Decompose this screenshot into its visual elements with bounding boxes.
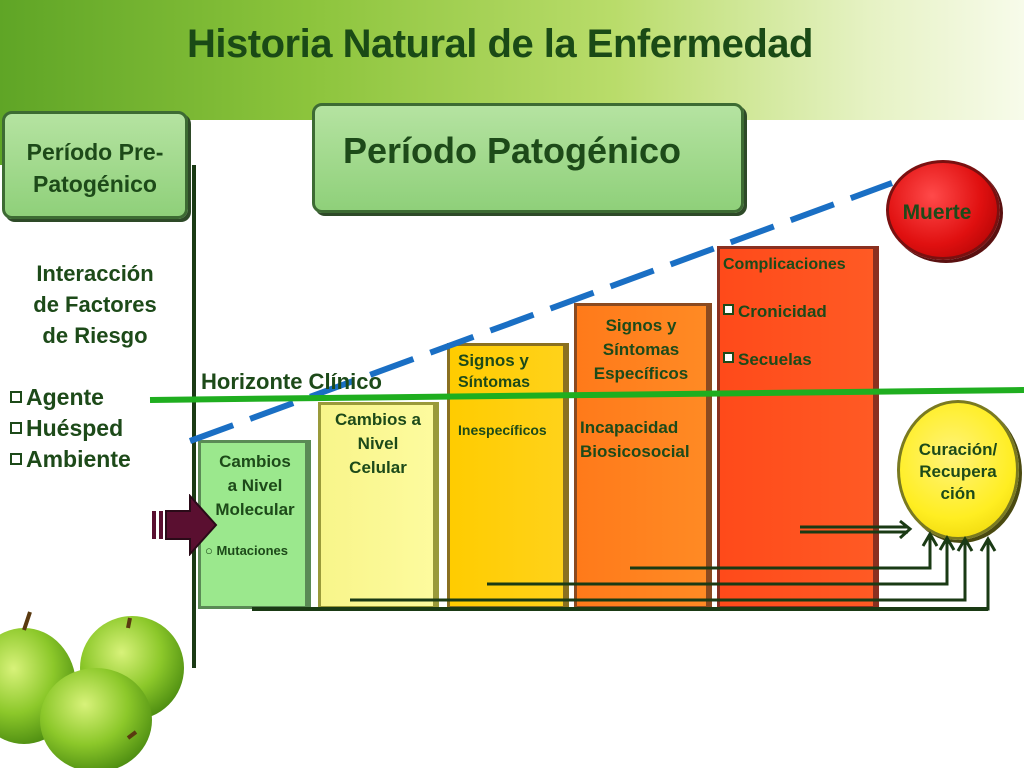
bar-inespecificos bbox=[447, 343, 569, 609]
bar-celular bbox=[318, 402, 439, 609]
interaccion-line2: de Factores bbox=[33, 292, 157, 317]
especificos-line3: Específicos bbox=[593, 364, 689, 383]
patogenico-box: Período Patogénico bbox=[312, 103, 744, 213]
incapacidad-line1: Incapacidad bbox=[580, 418, 679, 437]
muerte-label: Muerte bbox=[902, 201, 972, 224]
inespecificos-line3: Inespecíficos bbox=[458, 422, 547, 438]
celular-line1: Cambios a bbox=[335, 410, 421, 429]
complicaciones-title: Complicaciones bbox=[723, 256, 846, 273]
bar-complicaciones bbox=[717, 246, 879, 609]
molecular-line3: Molecular bbox=[215, 500, 295, 519]
factor-huesped-label: Huésped bbox=[26, 415, 124, 441]
factor-ambiente: Ambiente bbox=[10, 446, 131, 473]
inespecificos-line1: Signos y bbox=[458, 351, 529, 370]
curacion-circle: Curación/ Recupera ción bbox=[897, 400, 1019, 540]
factor-agente: Agente bbox=[10, 384, 104, 411]
molecular-line1: Cambios bbox=[219, 452, 291, 471]
checkbox-icon bbox=[723, 304, 734, 315]
muerte-circle: Muerte bbox=[886, 160, 1000, 260]
arrowhead-icon bbox=[921, 531, 939, 547]
horizonte-clinico-label: Horizonte Clínico bbox=[201, 369, 382, 394]
pre-patogenico-box: Período Pre- Patogénico bbox=[2, 111, 188, 219]
factor-huesped: Huésped bbox=[10, 415, 123, 442]
secuelas-item: Secuelas bbox=[723, 350, 812, 370]
especificos-line1: Signos y bbox=[605, 316, 677, 335]
factor-agente-label: Agente bbox=[26, 384, 104, 410]
molecular-line2: a Nivel bbox=[227, 476, 283, 495]
checkbox-icon bbox=[10, 422, 22, 434]
arrowhead-icon bbox=[898, 519, 913, 540]
curacion-line1: Curación/ bbox=[918, 440, 998, 459]
checkbox-icon bbox=[10, 453, 22, 465]
return-arrow-3 bbox=[487, 540, 949, 586]
entry-arrow-icon bbox=[152, 494, 218, 556]
factor-ambiente-label: Ambiente bbox=[26, 446, 131, 472]
incapacidad-text: Incapacidad Biosicosocial bbox=[580, 416, 690, 464]
return-arrows bbox=[260, 525, 990, 611]
arrowhead-icon bbox=[979, 536, 997, 552]
cronicidad-label: Cronicidad bbox=[738, 302, 827, 321]
return-arrow-2 bbox=[630, 536, 932, 570]
mutaciones-item: ○ Mutaciones bbox=[205, 543, 288, 558]
arrowhead-icon bbox=[938, 535, 956, 551]
slide-title: Historia Natural de la Enfermedad bbox=[187, 22, 813, 66]
interaccion-text: Interacción de Factores de Riesgo bbox=[10, 258, 180, 351]
secuelas-label: Secuelas bbox=[738, 350, 812, 369]
interaccion-line3: de Riesgo bbox=[42, 323, 148, 348]
vertical-axis bbox=[192, 165, 196, 668]
return-arrow-5 bbox=[260, 541, 990, 611]
incapacidad-line2: Biosicosocial bbox=[580, 442, 690, 461]
inespecificos-text: Signos y Síntomas bbox=[458, 350, 530, 394]
molecular-text: Cambios a Nivel Molecular bbox=[200, 450, 310, 522]
return-arrow-4 bbox=[350, 541, 967, 602]
cronicidad-item: Cronicidad bbox=[723, 302, 827, 322]
mutaciones-label: Mutaciones bbox=[216, 543, 288, 558]
pre-patogenico-line2: Patogénico bbox=[33, 171, 157, 197]
pre-patogenico-line1: Período Pre- bbox=[26, 139, 164, 165]
curacion-line2: Recupera bbox=[919, 462, 997, 481]
arrowhead-icon bbox=[956, 536, 974, 552]
checkbox-icon bbox=[723, 352, 734, 363]
interaccion-line1: Interacción bbox=[36, 261, 154, 286]
curacion-line3: ción bbox=[940, 484, 976, 503]
bullet-icon: ○ bbox=[205, 543, 217, 558]
inespecificos-line2: Síntomas bbox=[458, 374, 531, 391]
especificos-line2: Síntomas bbox=[602, 340, 680, 359]
checkbox-icon bbox=[10, 391, 22, 403]
progression-dashed-line bbox=[188, 180, 894, 444]
celular-line3: Celular bbox=[349, 458, 407, 477]
bar-especificos bbox=[574, 303, 712, 609]
especificos-text: Signos y Síntomas Específicos bbox=[578, 314, 704, 386]
celular-text: Cambios a Nivel Celular bbox=[320, 408, 436, 480]
celular-line2: Nivel bbox=[357, 434, 399, 453]
patogenico-label: Período Patogénico bbox=[343, 130, 682, 171]
arrow-heads bbox=[898, 519, 997, 552]
clinical-horizon-line bbox=[149, 387, 1024, 403]
